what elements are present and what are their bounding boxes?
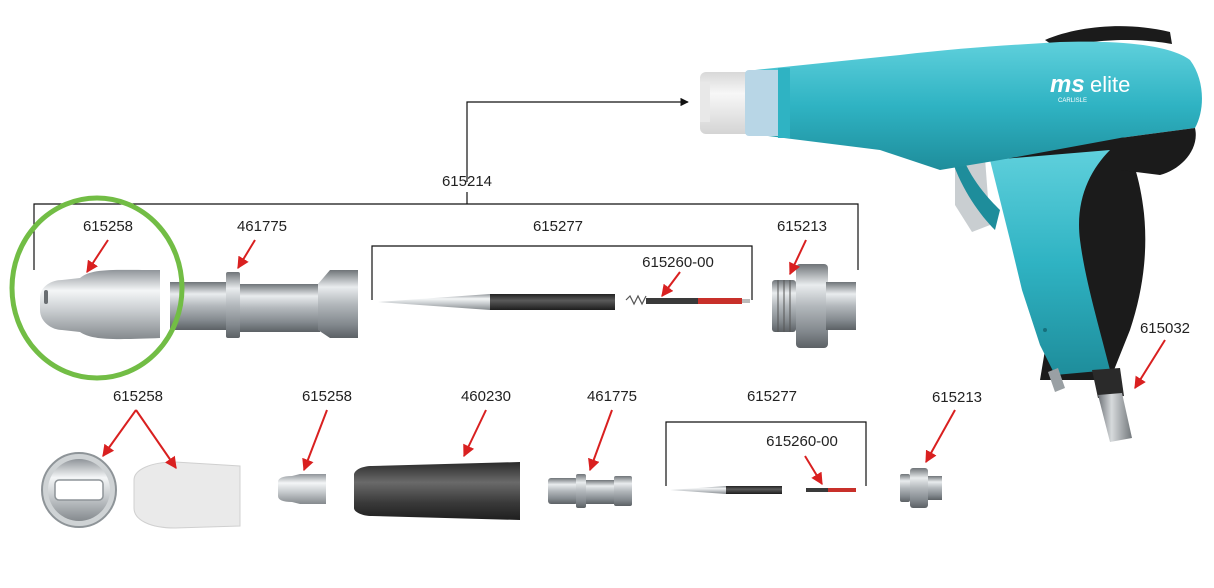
arrow-top-spring	[661, 271, 681, 297]
label-bottom-electrode-spring: 615260-00	[766, 433, 838, 450]
arrow-white-nozzle	[135, 409, 177, 469]
arrow-top-adapter	[237, 239, 256, 270]
arrow-bottom-nut	[925, 409, 956, 464]
label-top-electrode-kit: 615277	[532, 218, 584, 235]
bottom-electrode-needle	[670, 486, 856, 494]
arrow-deflector	[102, 409, 137, 457]
top-nut-part	[772, 264, 856, 348]
bottom-nozzle-white	[133, 461, 241, 529]
bottom-adapter-part	[548, 474, 632, 508]
label-top-electrode-spring: 615260-00	[642, 254, 714, 271]
label-bottom-nut: 615213	[931, 389, 983, 406]
arrow-bottom-adapter	[588, 409, 613, 472]
label-top-adapter: 461775	[236, 218, 288, 235]
top-adapter-part	[170, 270, 358, 338]
bottom-small-nozzle	[278, 474, 326, 504]
arrow-top-nozzle	[86, 239, 109, 274]
bottom-deflector-part	[41, 452, 117, 528]
label-bottom-small-nozzle: 615258	[301, 388, 353, 405]
arrow-bottom-spring	[804, 455, 823, 486]
bottom-nut-part	[900, 468, 942, 508]
gun-model: elite	[1090, 72, 1130, 97]
label-bottom-extension: 460230	[460, 388, 512, 405]
gun-logo: ms elite CARLISLE	[1050, 71, 1130, 104]
gun-brand: ms	[1050, 71, 1085, 98]
top-nozzle-part	[40, 269, 160, 340]
arrow-extension	[463, 409, 487, 458]
label-hose-fitting: 615032	[1139, 320, 1191, 337]
arrow-hose-fitting	[1134, 339, 1166, 390]
label-bottom-deflector: 615258	[112, 388, 164, 405]
label-top-nozzle: 615258	[82, 218, 134, 235]
bottom-electrode-kit-bracket	[665, 421, 867, 486]
label-bottom-adapter: 461775	[586, 388, 638, 405]
assembly-bracket	[33, 97, 859, 270]
gun-maker: CARLISLE	[1058, 98, 1087, 104]
top-electrode-kit-bracket	[371, 245, 753, 300]
top-electrode-needle	[378, 294, 750, 310]
spray-gun: ms elite CARLISLE	[700, 26, 1202, 442]
label-assembly: 615214	[441, 173, 493, 190]
leader-arrows	[86, 239, 1166, 486]
bottom-extension-part	[354, 462, 520, 520]
arrow-small-nozzle	[302, 409, 328, 472]
arrow-top-nut	[789, 239, 807, 276]
highlight-circle	[9, 195, 185, 381]
label-top-nut: 615213	[776, 218, 828, 235]
label-bottom-electrode-kit: 615277	[746, 388, 798, 405]
